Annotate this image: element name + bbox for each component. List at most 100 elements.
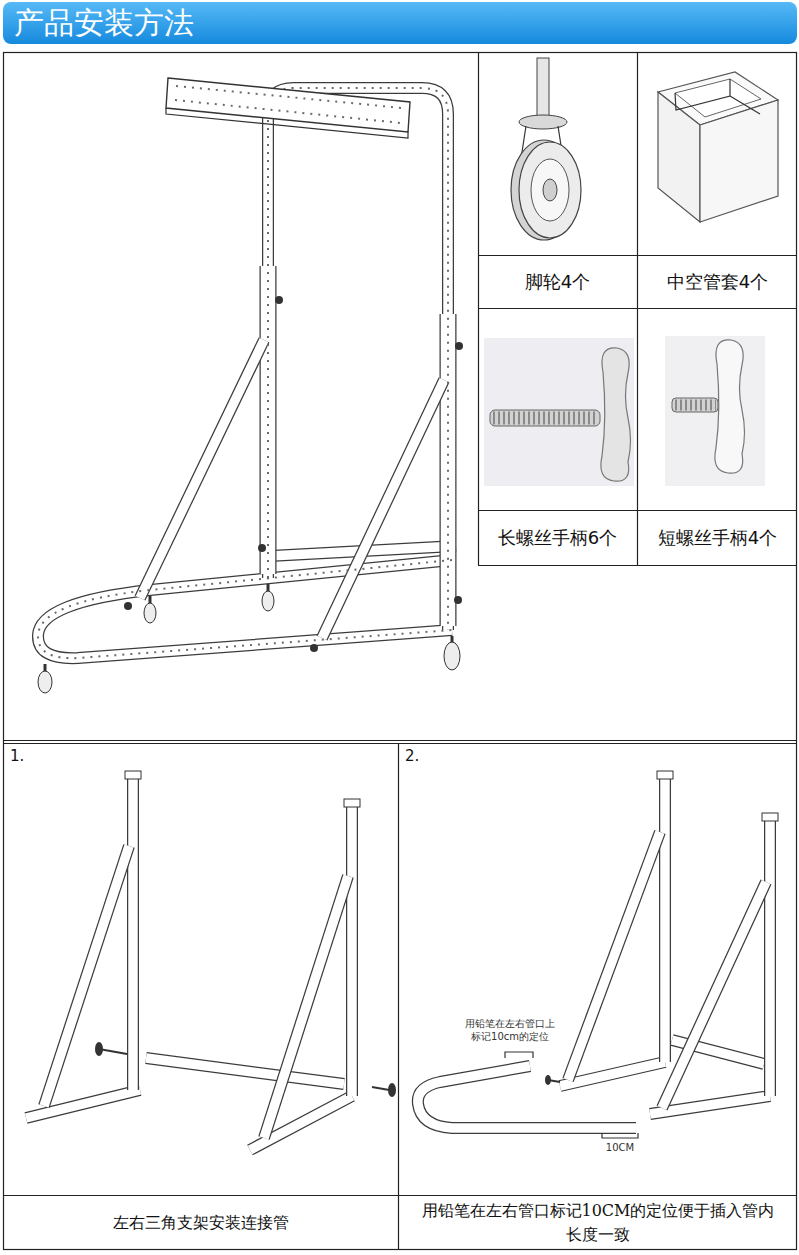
screw-thread (675, 400, 716, 411)
u-frame-tube (418, 1066, 636, 1128)
u-frame-tube (418, 1066, 636, 1128)
upright-tube (346, 806, 358, 1096)
sleeve-hole (675, 79, 761, 117)
sleeve-inner (675, 79, 760, 114)
tube-opening (657, 771, 673, 779)
tube-opening (762, 813, 778, 821)
tube-opening (125, 771, 141, 779)
table-frame (3, 52, 797, 1250)
brace-tube (264, 876, 348, 1138)
screw-knob (275, 296, 283, 304)
part-label: 短螺丝手柄4个 (638, 511, 797, 565)
base-tube (38, 560, 452, 658)
screw-knob (388, 1083, 396, 1097)
screw-knob (455, 342, 463, 350)
screw-knob (715, 340, 745, 473)
tray-edge (166, 108, 408, 138)
part-label: 脚轮4个 (478, 256, 637, 308)
caster-wheel (144, 603, 156, 623)
base-tube (38, 560, 452, 658)
screw-knob (545, 1075, 551, 1085)
rule (478, 565, 797, 566)
photo-ground (484, 338, 634, 486)
brace-tube (322, 380, 444, 638)
rule (398, 743, 399, 1250)
short-screw-part (665, 336, 765, 486)
caster-wheel (519, 142, 581, 238)
upright-tube (128, 778, 138, 1090)
tube-opening (344, 799, 360, 807)
brace-tube (140, 340, 264, 598)
dimension-label: 10CM (602, 1141, 638, 1155)
rule (478, 510, 797, 511)
step-caption: 用铅笔在左右管口标记10CM的定位便于插入管内长度一致 (418, 1196, 778, 1249)
brace-tube (140, 340, 264, 598)
screw-knob (310, 644, 318, 652)
screw-knob (258, 544, 266, 552)
brace-tube (322, 380, 444, 638)
photo-ground (665, 336, 765, 486)
long-screw-part (484, 338, 634, 486)
caster (444, 636, 460, 670)
upright-tube (127, 778, 139, 1090)
top-tray (166, 78, 410, 132)
mark-note: 用铅笔在左右管口上标记10cm的定位 (462, 1014, 558, 1046)
sleeve-part (658, 72, 778, 222)
part-label: 中空管套4个 (638, 256, 797, 308)
screw-knob (601, 348, 631, 481)
outer-border (4, 53, 797, 1250)
caster-hub (543, 179, 557, 201)
step1-drawing (26, 771, 396, 1150)
caster (262, 584, 274, 611)
brace-tube (264, 876, 348, 1138)
tray-holes (176, 86, 402, 108)
mark-bracket (602, 1133, 638, 1138)
step-number: 2. (405, 746, 435, 766)
upright-tube (764, 820, 776, 1096)
step2-drawing (418, 771, 778, 1138)
step-caption: 左右三角支架安装连接管 (4, 1196, 398, 1249)
tube-holes (38, 560, 452, 658)
screw-knob (124, 602, 132, 610)
connecting-tube (146, 1058, 344, 1084)
rule (3, 740, 797, 741)
screw-rod (672, 398, 718, 412)
caster-wheel (444, 642, 460, 670)
caster-wheel (38, 671, 52, 693)
upright-tube (347, 806, 357, 1096)
brace-tube (44, 846, 129, 1106)
screw-knob (454, 596, 462, 604)
sleeve-side (658, 92, 700, 222)
brace-tube (662, 882, 766, 1108)
upright-tube (659, 778, 671, 1062)
header-bar (3, 2, 797, 44)
caster-wheel (262, 591, 274, 611)
upright-tube (660, 778, 670, 1062)
caster-rim (531, 159, 569, 221)
caster (38, 664, 52, 693)
part-label: 长螺丝手柄6个 (478, 511, 637, 565)
brace-tube (662, 882, 766, 1108)
page-title: 产品安装方法 (14, 2, 334, 44)
screw-knob (95, 1042, 103, 1056)
tray-holes (175, 100, 401, 123)
sleeve-side (700, 100, 778, 222)
caster-stem (537, 58, 549, 120)
rule (3, 1195, 797, 1196)
caster (144, 596, 156, 623)
caster-part (511, 58, 581, 240)
upright-tube (765, 820, 775, 1096)
step-number: 1. (10, 746, 40, 766)
rule (3, 743, 797, 744)
mark-bracket (505, 1052, 533, 1058)
screw-rod (99, 1049, 127, 1054)
rule (478, 308, 797, 309)
brace-tube (568, 832, 660, 1080)
brace-tube (44, 846, 129, 1106)
rule (478, 255, 797, 256)
brace-tube (568, 832, 660, 1080)
screw-thread (493, 412, 597, 425)
rack-drawing (38, 78, 463, 693)
